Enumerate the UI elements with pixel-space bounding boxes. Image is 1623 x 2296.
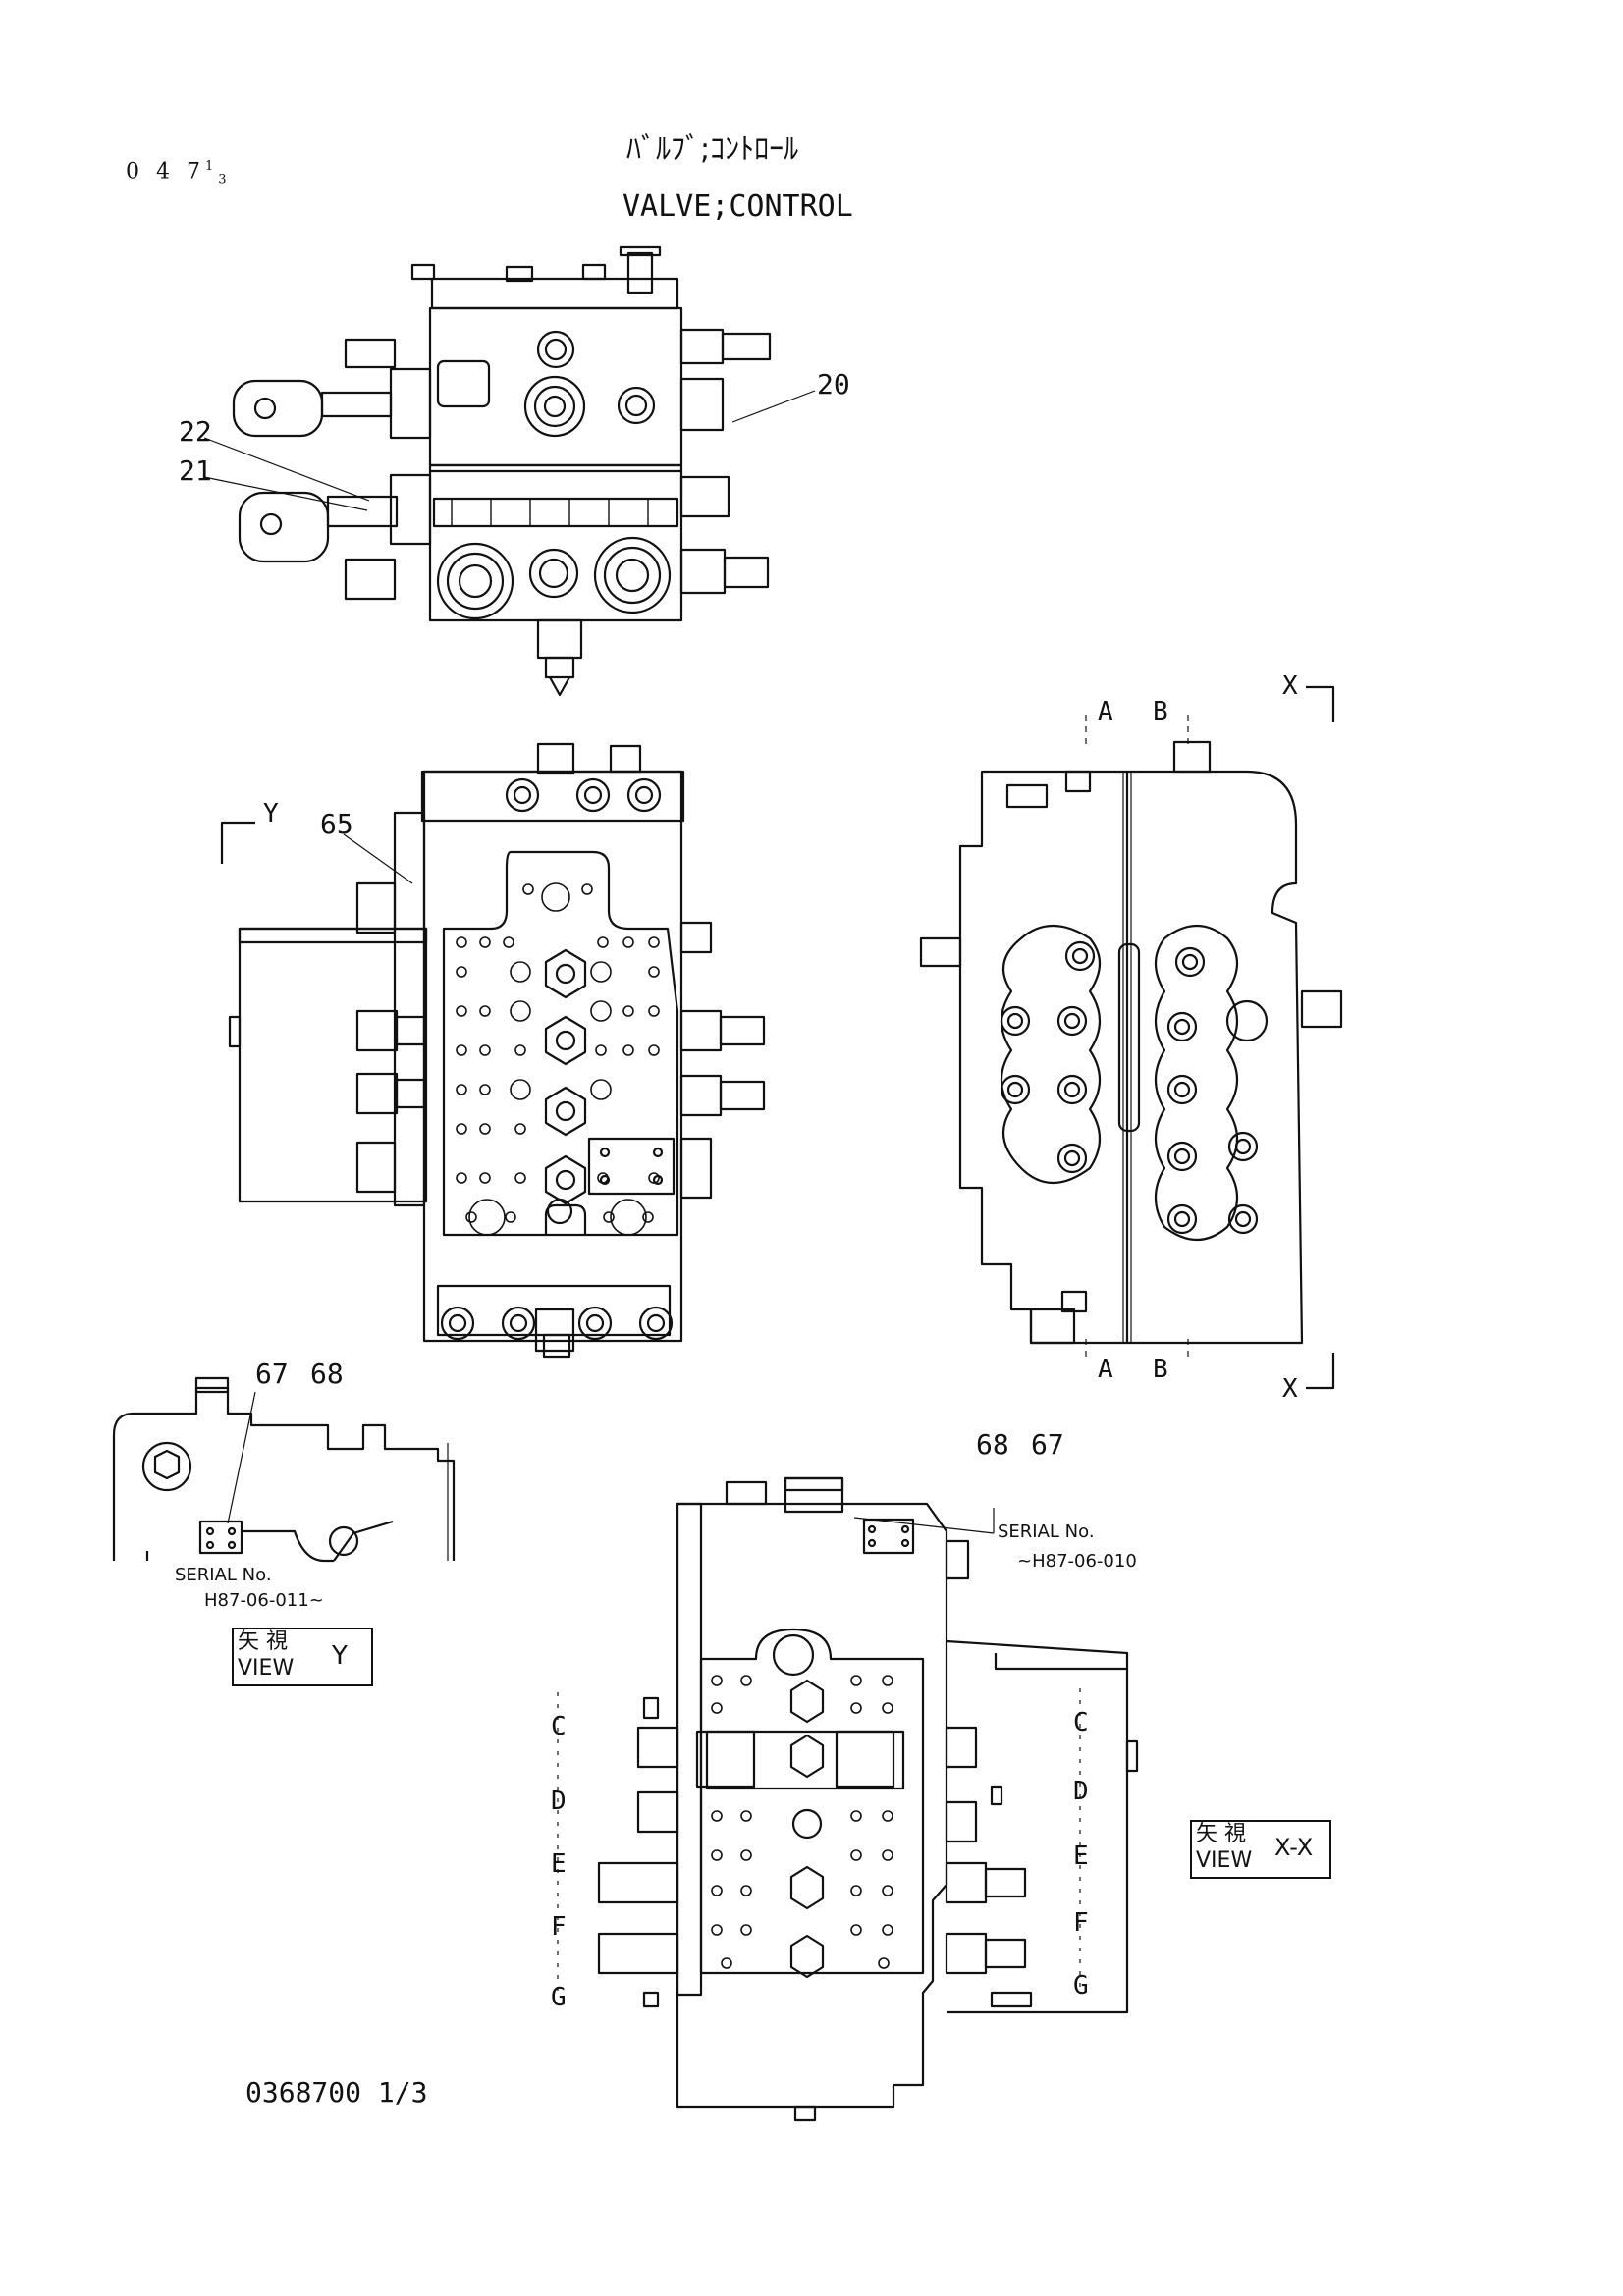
section-mark-right-f: F (1073, 1908, 1089, 1938)
view-y-label: VIEW (238, 1656, 295, 1681)
callout-68-left: 68 (310, 1358, 344, 1390)
view-y-detail (112, 1376, 456, 1563)
page-code: 0 4 713 (126, 160, 232, 187)
front-view-valve (220, 742, 766, 1359)
section-mark-a-top: A (1098, 697, 1113, 726)
view-xx-kanji: 矢 視 (1196, 1822, 1246, 1846)
callout-67-left: 67 (255, 1358, 289, 1390)
section-mark-right-d: D (1073, 1777, 1089, 1806)
front-view-holes (456, 882, 660, 1236)
side-view-valve (919, 685, 1343, 1390)
view-xx-label: VIEW (1196, 1848, 1253, 1873)
section-mark-left-d: D (551, 1787, 567, 1816)
page-code-main: 0 4 7 (126, 159, 205, 185)
section-mark-left-e: E (551, 1849, 567, 1879)
section-mark-left-g: G (551, 1983, 567, 2012)
page-code-sup: 1 (204, 159, 219, 174)
callout-22: 22 (179, 415, 212, 448)
front-view-plugs (544, 948, 587, 1225)
section-mark-b-top: B (1153, 697, 1168, 726)
view-y-suffix: Y (332, 1641, 348, 1671)
view-xx-label-box: 矢 視 VIEW X-X (1190, 1820, 1331, 1879)
view-xx-suffix: X-X (1274, 1834, 1314, 1861)
serial-note-right-value: ~H87-06-010 (1017, 1551, 1137, 1572)
section-mark-a-bottom: A (1098, 1355, 1113, 1384)
serial-note-right-title: SERIAL No. (998, 1522, 1095, 1542)
section-mark-left-f: F (551, 1912, 567, 1942)
section-mark-x-top: X (1282, 671, 1298, 701)
top-view-valve (203, 245, 816, 697)
callout-20: 20 (817, 368, 850, 400)
section-mark-right-e: E (1073, 1842, 1089, 1871)
section-mark-y: Y (263, 799, 279, 828)
drawing-number: 0368700 1/3 (245, 2076, 428, 2109)
callout-21: 21 (179, 454, 212, 487)
callout-65: 65 (320, 808, 353, 840)
section-mark-b-bottom: B (1153, 1355, 1168, 1384)
view-xx-valve (557, 1476, 1139, 2122)
page-code-sub: 3 (218, 172, 232, 187)
view-y-kanji: 矢 視 (238, 1629, 288, 1654)
title-english: VALVE;CONTROL (622, 189, 853, 224)
title-japanese: ﾊﾞﾙﾌﾞ;ｺﾝﾄﾛｰﾙ (626, 133, 799, 167)
section-mark-x-bottom: X (1282, 1374, 1298, 1404)
serial-note-left-title: SERIAL No. (175, 1565, 272, 1585)
serial-note-left-value: H87-06-011~ (204, 1590, 324, 1611)
callout-68-right: 68 (976, 1428, 1009, 1461)
section-mark-left-c: C (551, 1712, 567, 1741)
side-view-ports (1000, 924, 1269, 1241)
view-xx-plugs (789, 1679, 825, 1979)
view-y-label-box: 矢 視 VIEW Y (232, 1628, 373, 1686)
callout-67-right: 67 (1031, 1428, 1064, 1461)
section-mark-right-c: C (1073, 1708, 1089, 1737)
section-mark-right-g: G (1073, 1971, 1089, 2001)
